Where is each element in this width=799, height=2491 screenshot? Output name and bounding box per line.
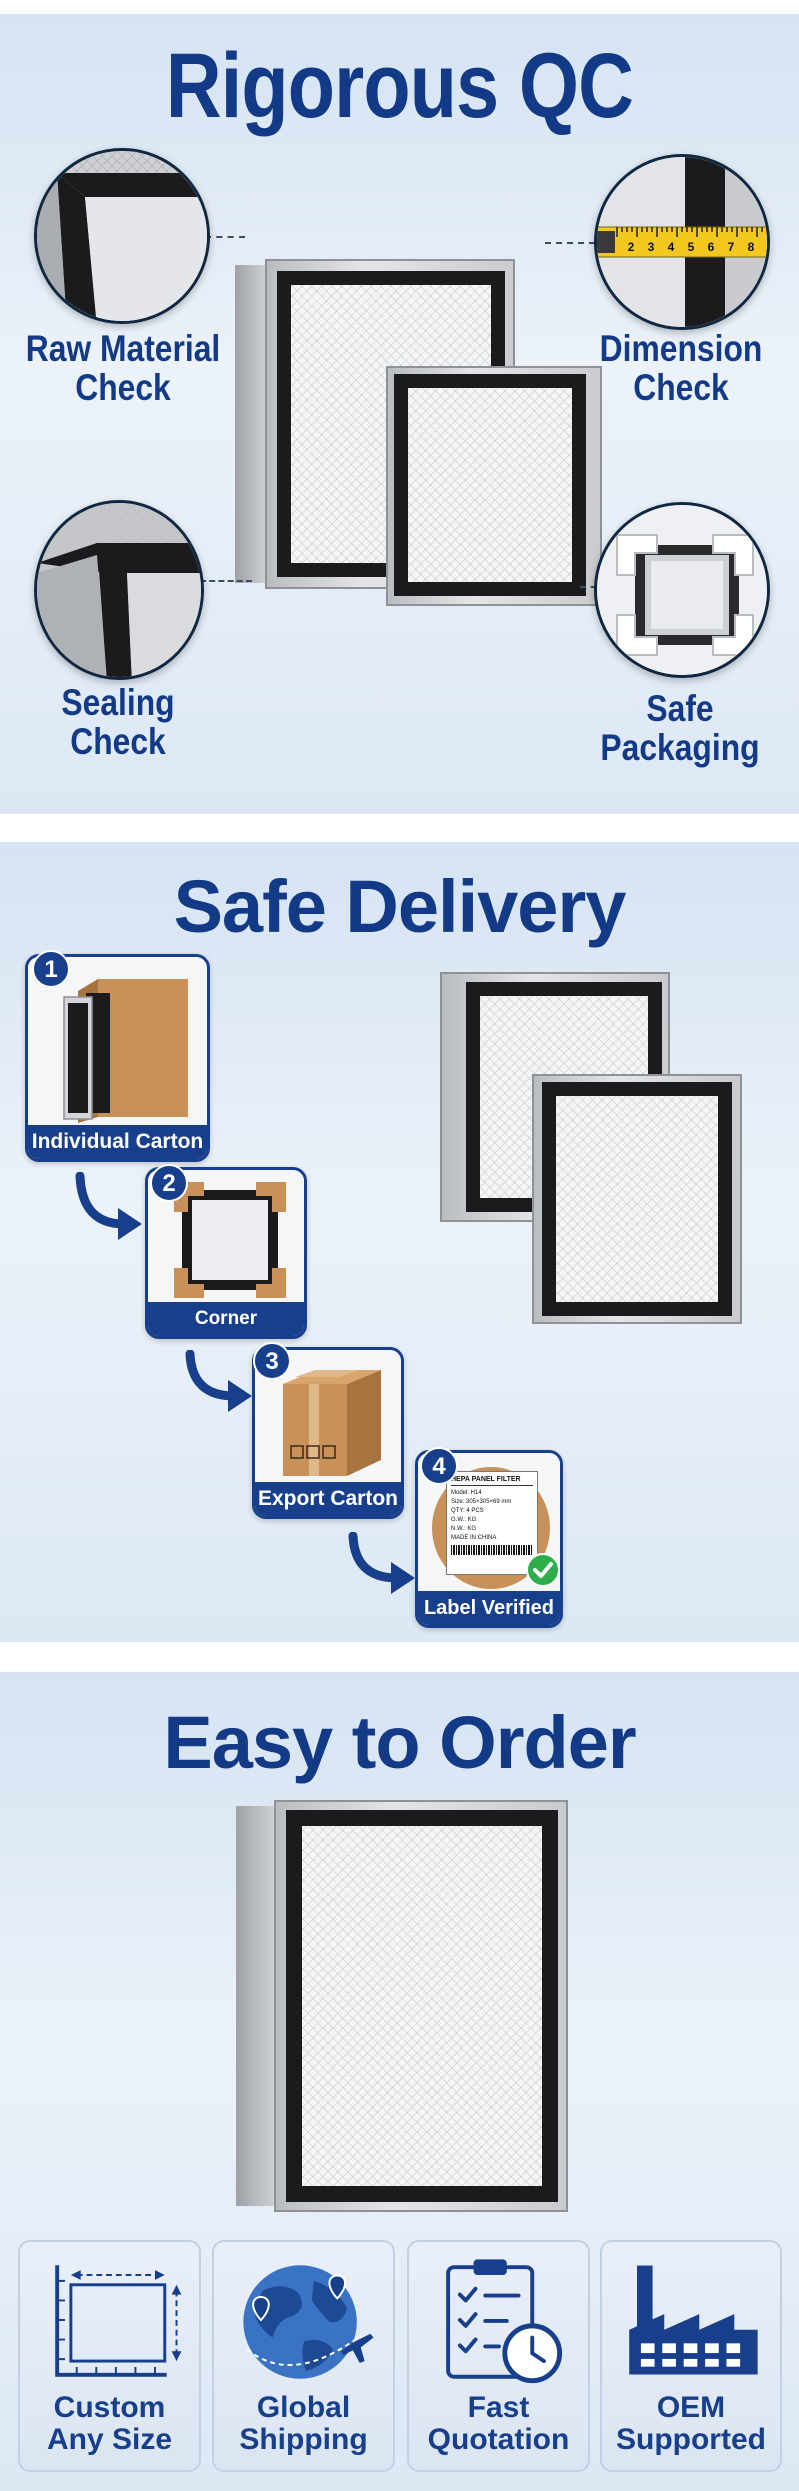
delivery-panel: Safe Delivery Individual Carton 1 bbox=[0, 842, 799, 1642]
tape-number: 3 bbox=[648, 240, 655, 254]
order-title: Easy to Order bbox=[163, 1701, 636, 1784]
feature-text: Global Shipping bbox=[239, 2391, 368, 2456]
step-individual-carton: Individual Carton bbox=[25, 954, 210, 1162]
step-label-verified: HEPA PANEL FILTER Model: H14 Size: 305×3… bbox=[415, 1450, 563, 1628]
step-number-badge: 4 bbox=[420, 1447, 458, 1485]
sticker-title: HEPA PANEL FILTER bbox=[451, 1476, 533, 1486]
sticker-line: QTY: 4 PCS bbox=[451, 1508, 484, 1514]
packaging-label: Safe Packaging bbox=[600, 688, 760, 768]
feature-text: Custom Any Size bbox=[46, 2391, 173, 2456]
curved-arrow-icon bbox=[75, 1172, 142, 1240]
small-filter-image bbox=[386, 366, 602, 606]
raw-material-circle bbox=[34, 148, 210, 324]
feature-global-shipping: Global Shipping bbox=[212, 2240, 395, 2472]
leader-line bbox=[200, 580, 252, 582]
qc-panel: Rigorous QC R bbox=[0, 14, 799, 814]
packaging-circle bbox=[594, 502, 770, 678]
delivery-filter-front bbox=[532, 1074, 742, 1324]
feature-custom-size: Custom Any Size bbox=[18, 2240, 201, 2472]
check-mark-icon bbox=[526, 1553, 560, 1587]
leader-line bbox=[205, 236, 245, 238]
step-number-badge: 2 bbox=[150, 1164, 188, 1202]
tape-number: 8 bbox=[748, 240, 755, 254]
leader-line bbox=[545, 242, 595, 244]
raw-material-label: Raw Material Check bbox=[25, 328, 221, 408]
sticker-line: N.W.: KG bbox=[451, 1526, 477, 1532]
sticker-line: G.W.: KG bbox=[451, 1517, 477, 1523]
step-label: Label Verified bbox=[418, 1591, 560, 1625]
step-number-badge: 3 bbox=[253, 1342, 291, 1380]
quotation-clipboard-icon bbox=[446, 2259, 563, 2384]
qc-title: Rigorous QC bbox=[165, 35, 634, 137]
sealing-circle bbox=[34, 500, 204, 680]
step-number-badge: 1 bbox=[32, 950, 70, 988]
order-panel: Easy to Order Custom bbox=[0, 1672, 799, 2491]
sticker-line: Model: H14 bbox=[451, 1490, 482, 1496]
custom-size-icon bbox=[55, 2265, 182, 2377]
feature-fast-quotation: Fast Quotation bbox=[407, 2240, 590, 2472]
filter-corner-icon bbox=[37, 151, 207, 321]
order-filter-image bbox=[236, 1800, 568, 2212]
step-label: Export Carton bbox=[255, 1482, 401, 1516]
dimension-label: Dimension Check bbox=[599, 328, 763, 408]
globe-shipping-icon bbox=[243, 2265, 374, 2379]
sealed-corner-icon bbox=[37, 503, 201, 677]
sealing-label: Sealing Check bbox=[61, 682, 175, 762]
step-label: Corner Protection bbox=[148, 1302, 304, 1336]
feature-text: Fast Quotation bbox=[427, 2391, 570, 2456]
sticker-line: MADE IN CHINA bbox=[451, 1535, 497, 1541]
step-label: Individual Carton bbox=[28, 1125, 207, 1159]
tape-number: 6 bbox=[708, 240, 715, 254]
delivery-title: Safe Delivery bbox=[173, 865, 627, 948]
tape-number: 5 bbox=[688, 240, 695, 254]
curved-arrow-icon bbox=[348, 1532, 415, 1594]
tape-number: 4 bbox=[668, 240, 675, 254]
foam-corner-packaging-icon bbox=[597, 505, 767, 675]
tape-number: 2 bbox=[628, 240, 635, 254]
sticker-line: Size: 305×305×69 mm bbox=[451, 1499, 512, 1505]
tape-number: 7 bbox=[728, 240, 735, 254]
feature-text: OEM Supported bbox=[616, 2391, 766, 2456]
feature-oem-supported: OEM Supported bbox=[600, 2240, 782, 2472]
factory-icon bbox=[629, 2265, 758, 2375]
curved-arrow-icon bbox=[185, 1350, 252, 1412]
barcode-icon bbox=[451, 1545, 533, 1555]
